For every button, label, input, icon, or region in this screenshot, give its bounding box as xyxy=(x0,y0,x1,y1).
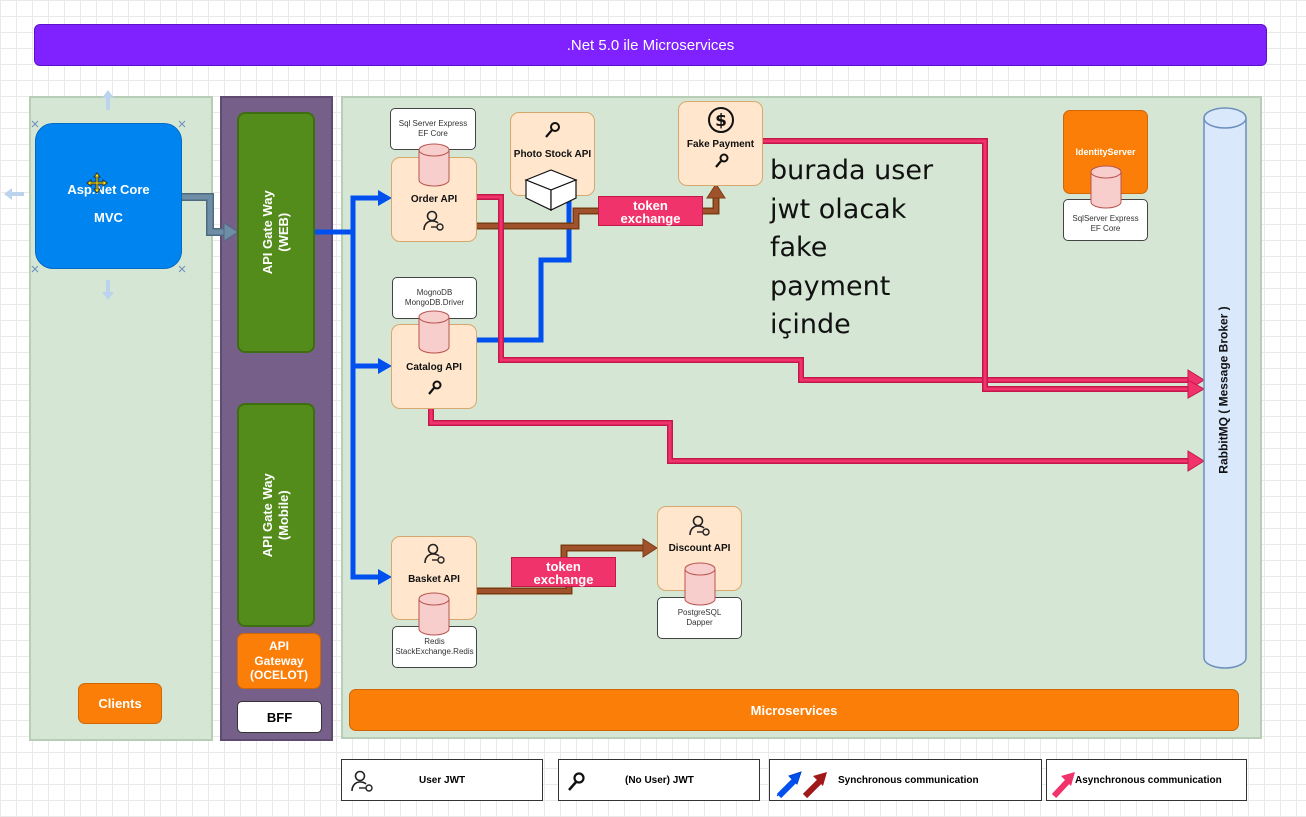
dollar-icon: $ xyxy=(708,107,734,133)
note-line: içinde xyxy=(770,309,851,340)
diagram-title: .Net 5.0 ile Microservices xyxy=(34,24,1267,66)
ocelot-gateway-label: API Gateway (OCELOT) xyxy=(237,633,321,689)
photo-stock-api-label: Photo Stock API xyxy=(513,149,592,160)
discount-db-line1: PostgreSQL xyxy=(677,608,722,618)
legend-sync: Synchronous communication xyxy=(769,759,1042,801)
order-api-label: Order API xyxy=(410,194,458,205)
rabbitmq-label: RabbitMQ ( Message Broker ) xyxy=(1217,306,1231,474)
user-jwt-icon xyxy=(351,770,373,792)
api-gateway-web[interactable]: API Gate Way (WEB) xyxy=(237,112,315,353)
identity-db-line2: EF Core xyxy=(1090,224,1121,233)
key-icon xyxy=(568,772,585,791)
user-jwt-icon xyxy=(423,210,444,231)
token-exchange-basket: token exchange xyxy=(511,557,616,587)
async-arrow-icon xyxy=(1051,772,1075,798)
handwritten-note: burada user jwt olacak fake payment için… xyxy=(770,152,1010,345)
order-db-cylinder-icon xyxy=(418,143,450,187)
key-icon xyxy=(545,122,560,138)
fake-payment-box[interactable]: $ Fake Payment xyxy=(678,101,763,186)
fake-payment-label: Fake Payment xyxy=(686,139,755,150)
user-jwt-icon xyxy=(424,543,445,564)
discount-db-cylinder-icon xyxy=(684,562,716,606)
catalog-to-photo-connector xyxy=(477,200,572,343)
clients-label: Clients xyxy=(78,683,162,724)
selection-handles-icon xyxy=(4,90,186,300)
legend-sync-label: Synchronous communication xyxy=(838,774,979,786)
rabbitmq-label-wrap: RabbitMQ ( Message Broker ) xyxy=(1204,110,1244,670)
legend-async-label: Asynchronous communication xyxy=(1075,774,1222,786)
order-db-note: Sql Server Express EF Core xyxy=(390,108,476,150)
order-to-payment-connector xyxy=(477,183,726,230)
catalog-db-line2: MongoDB.Driver xyxy=(404,298,465,307)
legend-async: Asynchronous communication xyxy=(1046,759,1247,801)
legend-user-jwt-label: User JWT xyxy=(419,774,466,786)
legend-no-user-jwt-label: (No User) JWT xyxy=(625,774,694,786)
mvc-label-line1: Asp.Net Core xyxy=(67,182,150,197)
mvc-client-box[interactable]: Asp.Net Core MVC xyxy=(35,123,182,269)
basket-to-discount-connector xyxy=(477,538,658,595)
token-line2: exchange xyxy=(620,211,681,226)
api-gateway-mobile[interactable]: API Gate Way (Mobile) xyxy=(237,403,315,627)
mvc-label-line2: MVC xyxy=(94,210,123,225)
basket-api-label: Basket API xyxy=(408,574,460,585)
order-db-line2: EF Core xyxy=(418,129,448,138)
mvc-to-gateway-connector xyxy=(182,193,239,242)
discount-api-label: Discount API xyxy=(668,543,731,554)
token-line1: token xyxy=(633,198,668,213)
discount-db-line2: Dapper xyxy=(686,618,713,627)
token-line2: exchange xyxy=(533,572,594,587)
bff-label: BFF xyxy=(237,701,322,733)
api-gateway-web-label: API Gate Way (WEB) xyxy=(259,190,292,275)
async-connectors xyxy=(428,138,1193,464)
identity-db-line1: SqlServer Express xyxy=(1072,214,1139,224)
api-gateway-mobile-label: API Gate Way (Mobile) xyxy=(259,472,292,558)
key-icon xyxy=(428,380,442,395)
legend-user-jwt: User JWT xyxy=(341,759,543,801)
note-line: jwt olacak xyxy=(770,193,907,225)
identity-db-note: SqlServer Express EF Core xyxy=(1063,199,1148,241)
key-icon xyxy=(715,153,729,168)
token-exchange-order: token exchange xyxy=(598,196,703,226)
note-line: burada user xyxy=(770,155,934,186)
basket-db-line2: StackExchange.Redis xyxy=(395,647,474,656)
basket-db-line1: Redis xyxy=(424,637,445,647)
storage-box-icon xyxy=(524,169,578,211)
basket-db-cylinder-icon xyxy=(418,592,450,636)
catalog-db-cylinder-icon xyxy=(418,310,450,354)
identity-server-label: IdentityServer xyxy=(1075,147,1136,157)
gateway-to-services-connector xyxy=(315,195,380,580)
move-cursor-icon xyxy=(86,172,108,194)
legend-no-user-jwt: (No User) JWT xyxy=(558,759,760,801)
note-line: payment xyxy=(770,270,891,302)
catalog-db-line1: MognoDB xyxy=(416,288,453,298)
rabbitmq-cylinder-icon[interactable] xyxy=(1202,106,1248,671)
catalog-api-label: Catalog API xyxy=(406,362,462,373)
identity-db-cylinder-icon xyxy=(1090,165,1122,209)
token-line1: token xyxy=(546,559,581,574)
microservices-label: Microservices xyxy=(349,689,1239,731)
note-line: fake xyxy=(770,232,828,263)
order-db-line1: Sql Server Express xyxy=(398,119,468,129)
svg-text:$: $ xyxy=(715,111,727,131)
sync-arrows-icon xyxy=(776,771,827,798)
user-jwt-icon xyxy=(689,515,710,536)
